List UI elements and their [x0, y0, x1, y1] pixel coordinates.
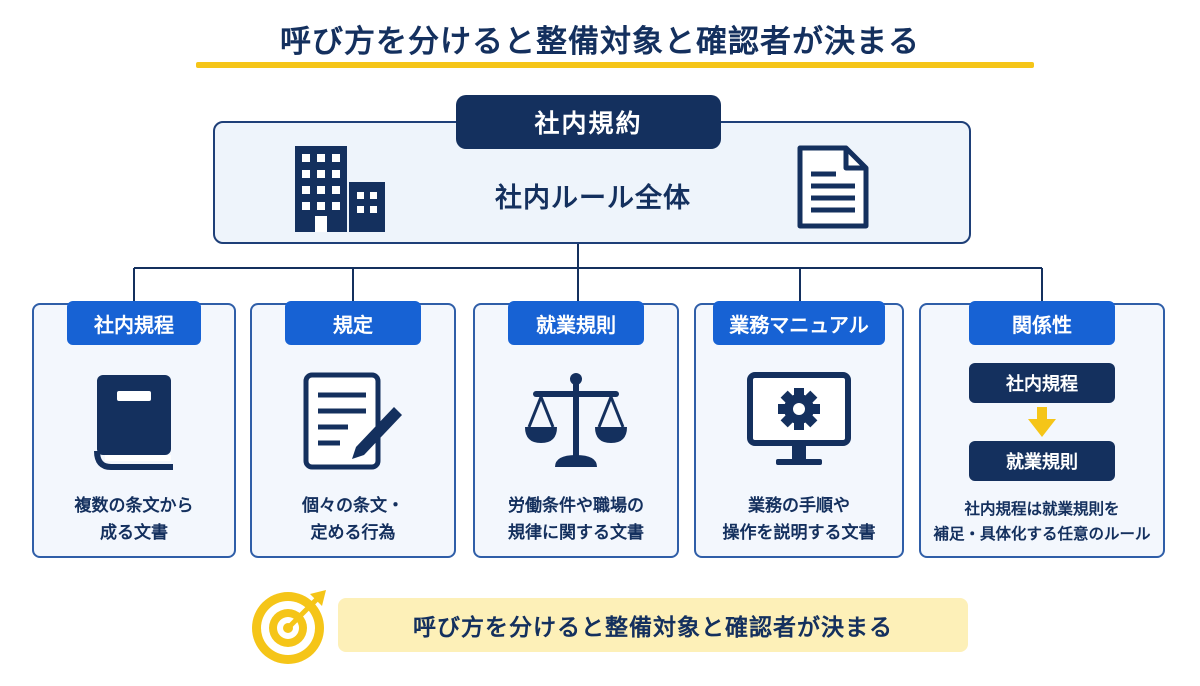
card-label: 規定 — [285, 301, 421, 345]
card-relation: 関係性 社内規程 就業規則 社内規程は就業規則を 補足・具体化する任意のルール — [919, 301, 1165, 558]
document-icon — [797, 145, 869, 229]
card-label: 就業規則 — [508, 301, 644, 345]
card-desc-line2: 定める行為 — [310, 523, 396, 543]
arrow-down-icon — [1028, 407, 1056, 437]
card-desc-line2: 成る文書 — [100, 523, 168, 543]
top-box-text: 社内ルール全体 — [495, 183, 691, 214]
card-label: 関係性 — [969, 301, 1115, 345]
relation-to-box: 就業規則 — [969, 441, 1115, 481]
card-desc-line1: 労働条件や職場の — [508, 496, 644, 516]
card-gyomu-manual: 業務マニュアル 業務の手順や 操作を説明する文書 — [694, 301, 904, 558]
card-label: 社内規程 — [67, 301, 201, 345]
card-desc-line1: 複数の条文から — [74, 496, 194, 516]
card-shugyo-kisoku: 就業規則 労働条件や職場の 規律に関する文書 — [473, 301, 679, 558]
page-title: 呼び方を分けると整備対象と確認者が決まる — [280, 24, 920, 60]
monitor-gear-icon — [747, 372, 851, 465]
relation-from-box: 社内規程 — [969, 363, 1115, 403]
card-kitei: 規定 個々の条文・ 定める行為 — [250, 301, 456, 558]
card-desc-line1: 個々の条文・ — [302, 496, 404, 516]
book-icon — [94, 375, 173, 470]
card-desc-line2: 規律に関する文書 — [508, 523, 644, 543]
card-shanai-kitei: 社内規程 複数の条文から 成る文書 — [32, 301, 236, 558]
title-underline — [196, 62, 1034, 68]
target-icon — [252, 590, 326, 664]
card-label: 業務マニュアル — [713, 301, 885, 345]
card-desc-line1: 業務の手順や — [748, 496, 850, 516]
relation-desc-line1: 社内規程は就業規則を — [964, 500, 1120, 518]
scales-icon — [525, 373, 627, 467]
card-desc-line2: 操作を説明する文書 — [722, 523, 876, 543]
document-pencil-icon — [303, 372, 402, 470]
bottom-banner: 呼び方を分けると整備対象と確認者が決まる — [338, 598, 968, 652]
top-badge: 社内規約 — [456, 95, 721, 149]
relation-desc-line2: 補足・具体化する任意のルール — [933, 525, 1151, 543]
building-icon — [295, 146, 385, 232]
